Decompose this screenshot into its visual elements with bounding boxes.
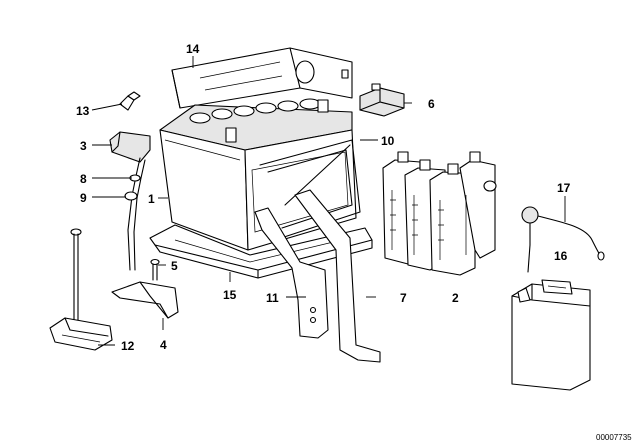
callout-2: 2 [452,291,459,305]
part-14-cover-plate [171,47,353,109]
part-17-filler-tube [521,206,605,273]
part-7-support-bracket [294,189,381,363]
callout-8: 8 [80,172,87,186]
part-15-battery-tray [149,224,373,279]
callout-4: 4 [160,338,167,352]
part-13-vent-elbow [119,91,141,111]
callout-15: 15 [223,288,237,302]
callout-1: 1 [148,192,155,206]
callout-9: 9 [80,191,87,205]
callout-5: 5 [171,259,178,273]
part-16-water-canister [511,279,591,391]
callout-11: 11 [266,291,279,305]
callout-14: 14 [186,42,200,56]
callout-16: 16 [554,249,568,263]
part-11-strap-bracket [254,207,329,339]
part-6-terminal-clamp [359,83,405,117]
part-12-hold-down-bolt [49,228,113,351]
part-8-9-cable [124,157,146,271]
diagram-reference-number: 00007735 [596,433,632,442]
callout-3: 3 [80,139,87,153]
callout-17: 17 [557,181,571,195]
callout-labels: 14 13 3 8 9 1 10 6 5 4 15 11 7 2 12 17 1… [76,42,571,353]
callout-10: 10 [381,134,395,148]
part-4-bracket [111,281,179,319]
callout-7: 7 [400,291,407,305]
callout-13: 13 [76,104,90,118]
callout-6: 6 [428,97,435,111]
part-5-screw [150,258,160,281]
part-3-terminal-cover [109,131,151,163]
leader-lines [91,56,566,346]
callout-12: 12 [121,339,135,353]
part-2-electrolyte-bottles [382,151,497,276]
